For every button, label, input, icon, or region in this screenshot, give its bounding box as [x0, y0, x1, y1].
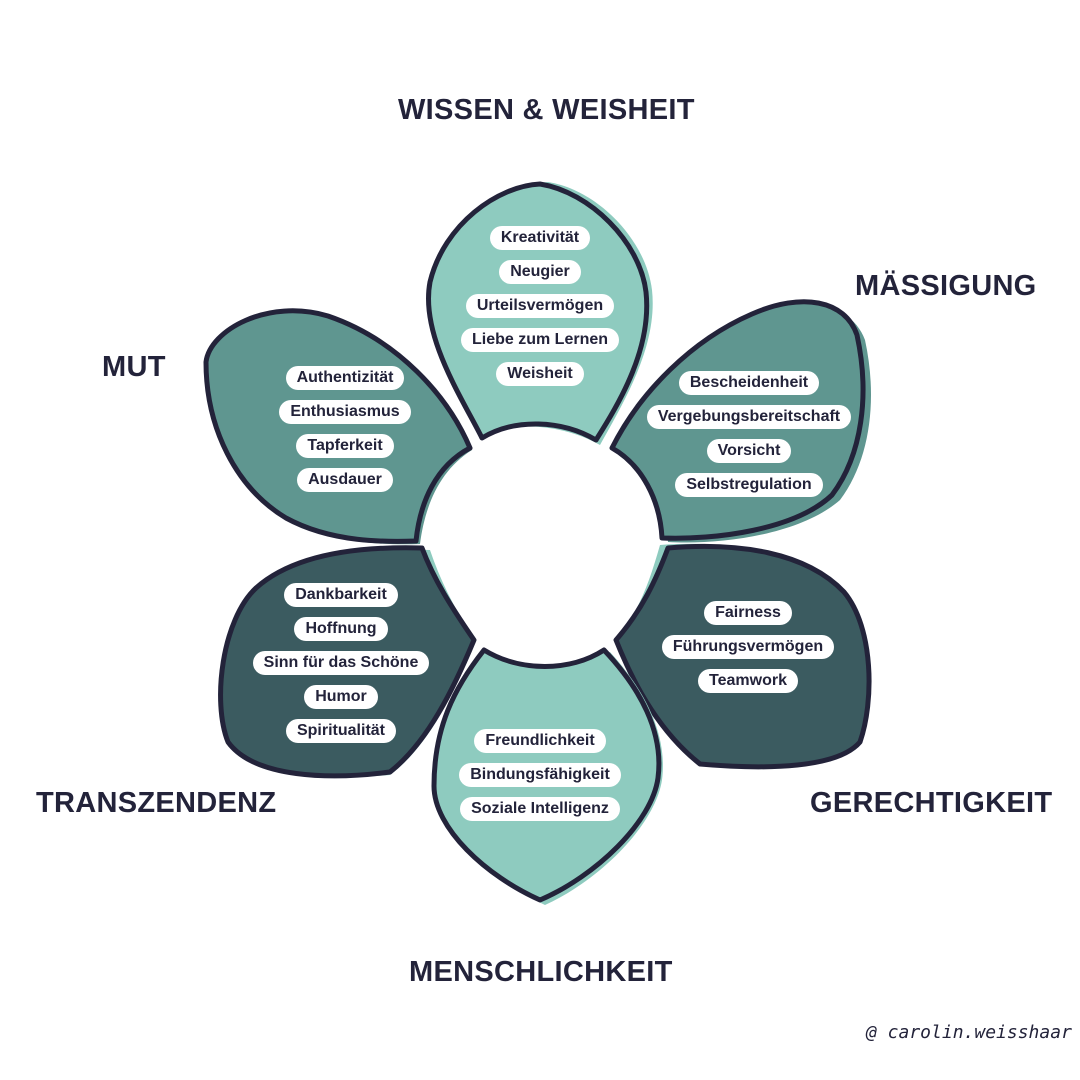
author-credit: @ carolin.weisshaar	[866, 1022, 1072, 1043]
petal-list-wissen: Kreativität Neugier Urteilsvermögen Lieb…	[440, 226, 640, 386]
category-transzendenz: TRANSZENDENZ	[36, 787, 277, 819]
strength-fairness: Fairness	[704, 601, 792, 625]
strength-selbstregulation: Selbstregulation	[675, 473, 823, 497]
strength-bescheidenheit: Bescheidenheit	[678, 371, 820, 395]
strength-liebe-zum-lernen: Liebe zum Lernen	[460, 328, 620, 352]
strength-vorsicht: Vorsicht	[706, 439, 792, 463]
strength-neugier: Neugier	[499, 260, 581, 284]
petal-list-transzendenz: Dankbarkeit Hoffnung Sinn für das Schöne…	[231, 583, 451, 743]
strength-teamwork: Teamwork	[698, 669, 798, 693]
strength-ausdauer: Ausdauer	[297, 468, 393, 492]
strength-kreativitat: Kreativität	[489, 226, 591, 250]
strength-bindungsfahigkeit: Bindungsfähigkeit	[459, 763, 621, 787]
strength-tapferkeit: Tapferkeit	[296, 434, 394, 458]
strength-vergebungsbereitschaft: Vergebungsbereitschaft	[646, 405, 852, 429]
strength-enthusiasmus: Enthusiasmus	[279, 400, 411, 424]
strength-urteilsvermogen: Urteilsvermögen	[465, 294, 615, 318]
petal-list-menschlichkeit: Freundlichkeit Bindungsfähigkeit Soziale…	[440, 729, 640, 821]
petal-list-mut: Authentizität Enthusiasmus Tapferkeit Au…	[245, 366, 445, 492]
category-massigung: MÄSSIGUNG	[855, 270, 1037, 302]
strength-dankbarkeit: Dankbarkeit	[284, 583, 398, 607]
strength-sinn-fur-das-schone: Sinn für das Schöne	[252, 651, 430, 675]
strength-fuhrungsvermogen: Führungsvermögen	[661, 635, 835, 659]
petal-list-massigung: Bescheidenheit Vergebungsbereitschaft Vo…	[629, 371, 869, 497]
petal-mut	[203, 308, 473, 544]
strength-weisheit: Weisheit	[496, 362, 584, 386]
category-menschlichkeit: MENSCHLICHKEIT	[409, 956, 673, 988]
category-mut: MUT	[102, 351, 166, 383]
strength-soziale-intelligenz: Soziale Intelligenz	[460, 797, 620, 821]
strength-freundlichkeit: Freundlichkeit	[474, 729, 606, 753]
category-gerechtigkeit: GERECHTIGKEIT	[810, 787, 1053, 819]
strength-spiritualitat: Spiritualität	[285, 719, 396, 743]
strength-hoffnung: Hoffnung	[294, 617, 388, 641]
strength-authentizitat: Authentizität	[285, 366, 405, 390]
petal-list-gerechtigkeit: Fairness Führungsvermögen Teamwork	[648, 601, 848, 693]
strength-humor: Humor	[304, 685, 378, 709]
category-wissen-weisheit: WISSEN & WEISHEIT	[398, 94, 695, 126]
